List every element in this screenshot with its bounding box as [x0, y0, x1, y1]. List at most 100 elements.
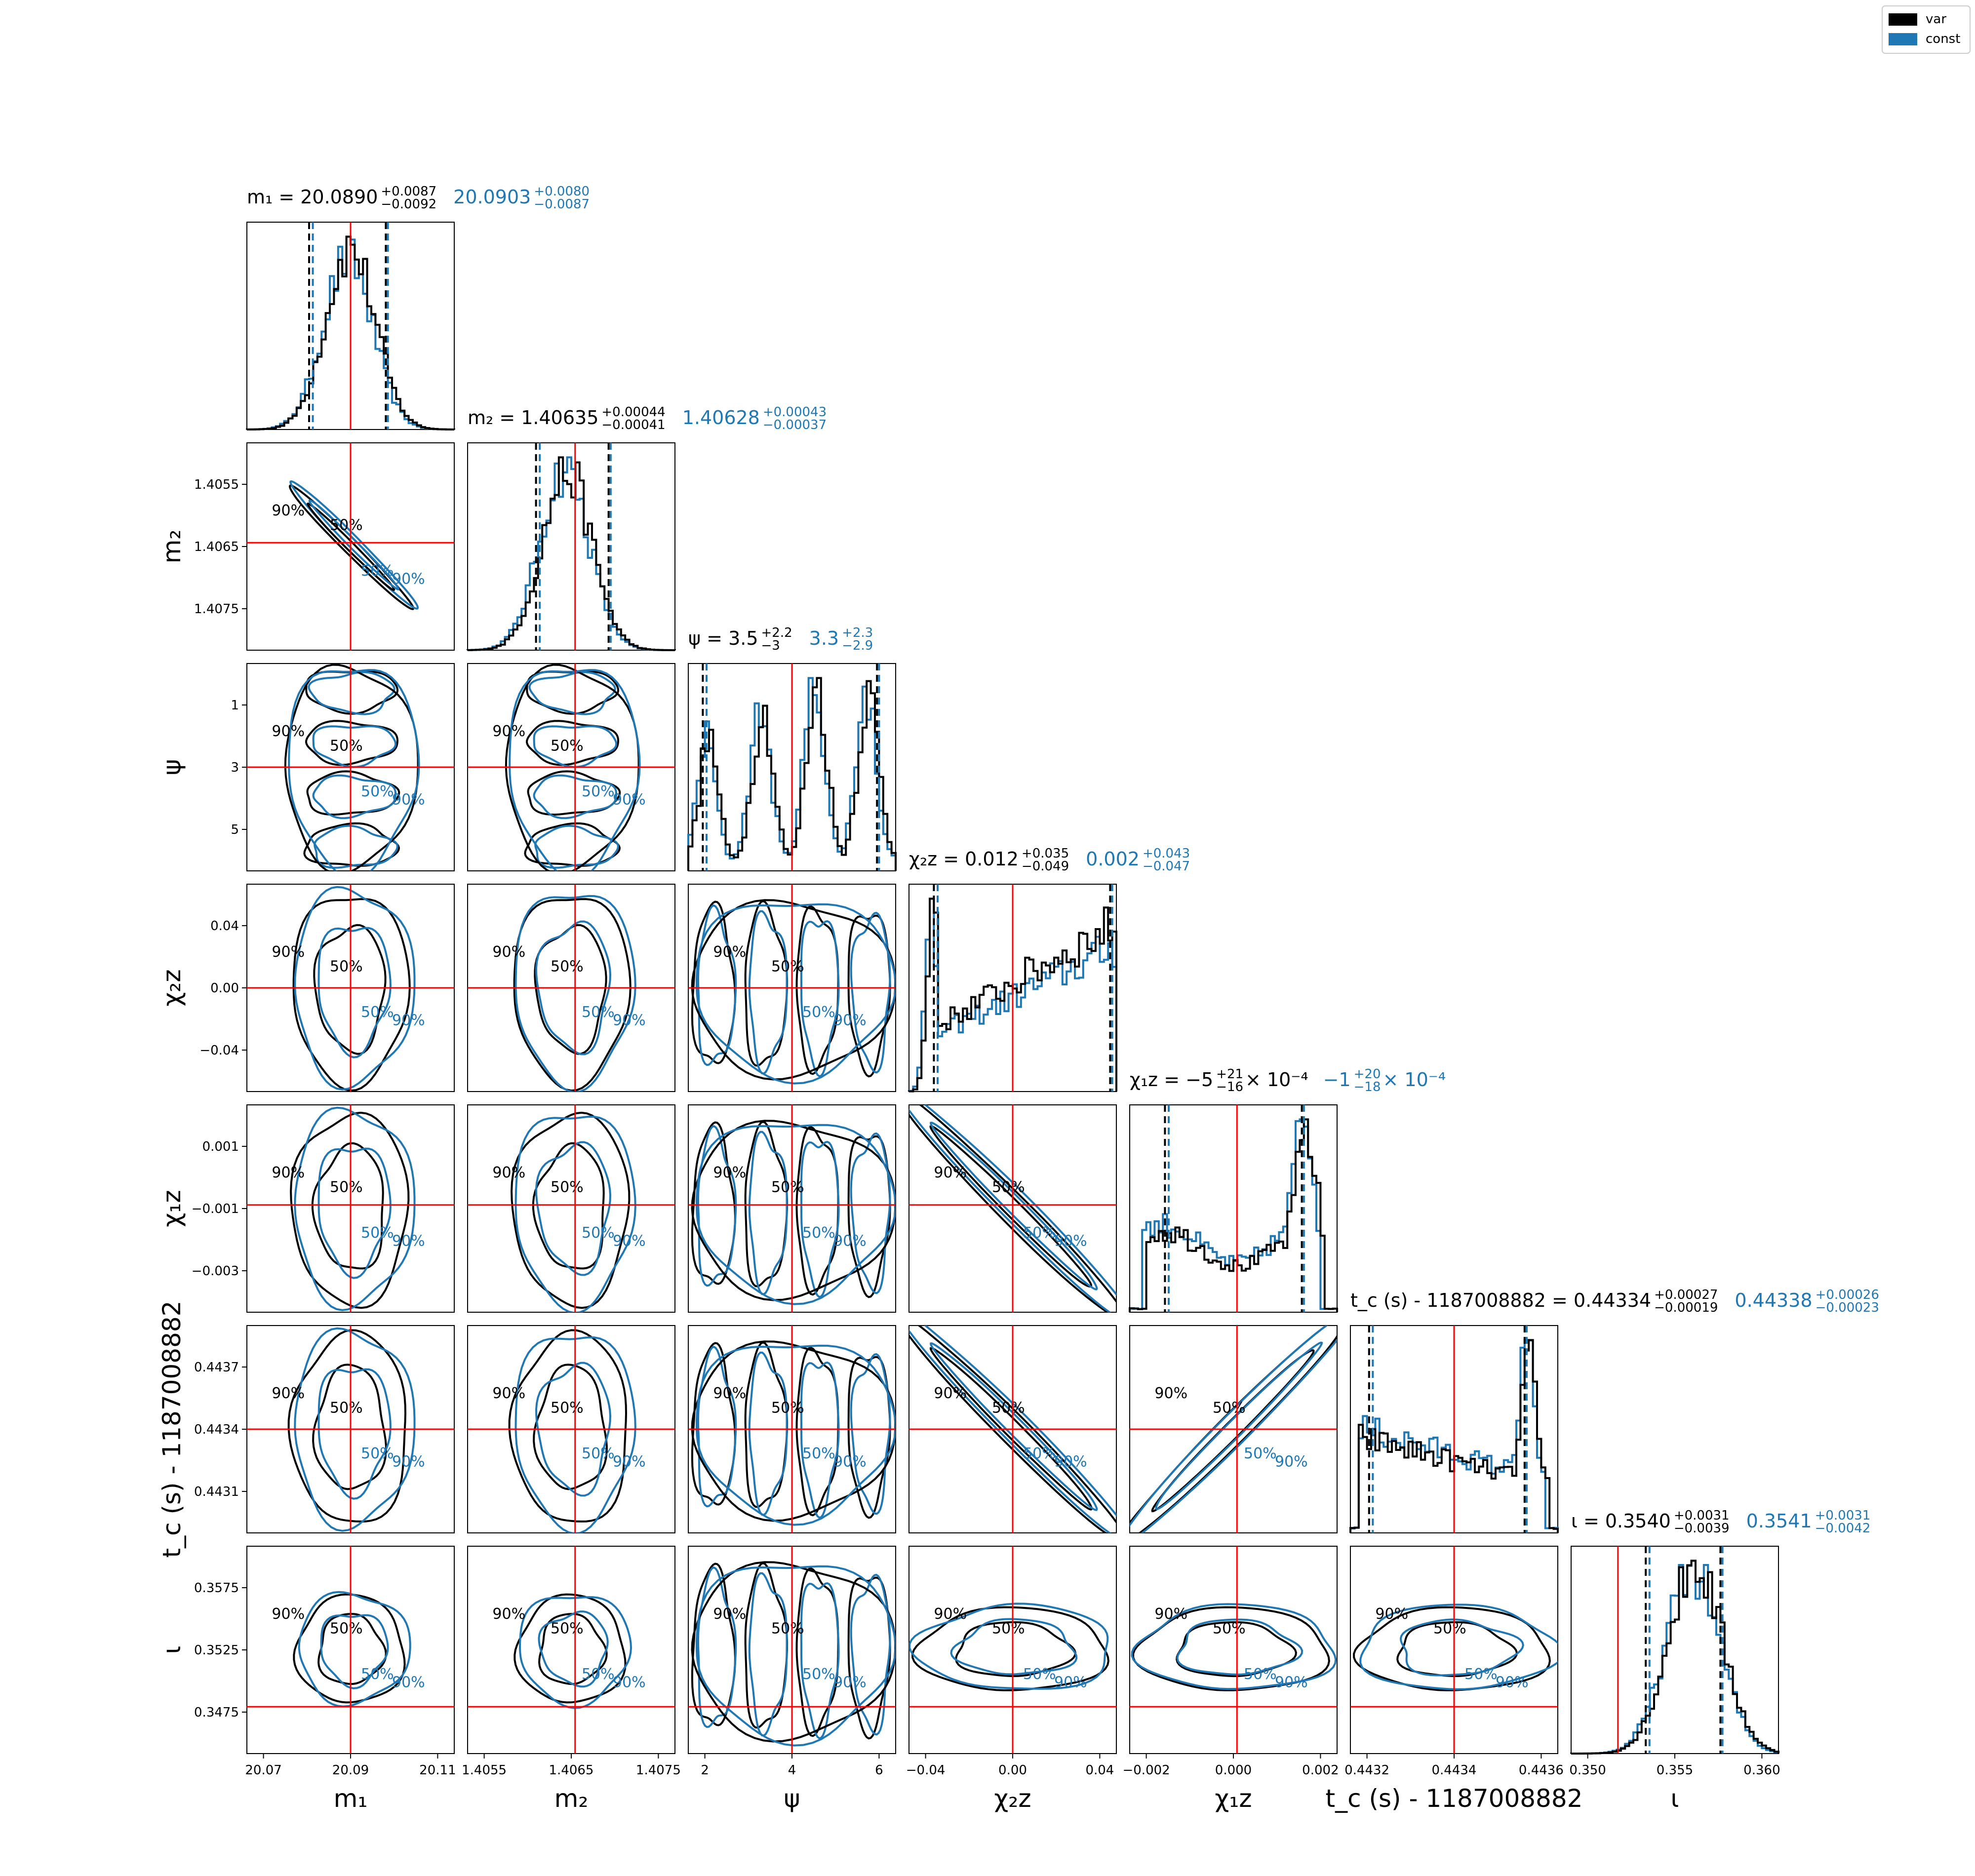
- x-tick-label: 0.04: [1085, 1763, 1114, 1778]
- contour-label: 90%: [833, 1012, 867, 1029]
- title-part: +0.035: [1022, 846, 1069, 861]
- contour-50-const: [535, 1362, 612, 1497]
- contour-50-const: [538, 1610, 609, 1688]
- contour-label: 90%: [1275, 1453, 1308, 1471]
- title-part: −0.00041: [601, 418, 665, 432]
- contour-90-const: [294, 886, 416, 1091]
- contour-50-const: [535, 920, 612, 1055]
- contour-panel-chi2z-vs-m2: 50%50%90%90%: [467, 884, 675, 1092]
- contour-label: 90%: [1375, 1605, 1408, 1623]
- contour-label: 90%: [392, 1453, 425, 1471]
- contour-label: 50%: [551, 737, 584, 754]
- contour-label: 90%: [1154, 1605, 1187, 1623]
- title-part: −3: [761, 638, 780, 653]
- panel-frame: [1129, 1546, 1338, 1754]
- title-part: m₂ = 1.40635: [468, 407, 598, 429]
- contour-90-const: [288, 669, 420, 871]
- contour-50-const: [850, 1573, 891, 1736]
- y-tick-label: 0.4431: [194, 1485, 239, 1499]
- contour-label: 50%: [802, 1666, 835, 1683]
- contour-label: 90%: [1496, 1674, 1529, 1691]
- y-tick-label: 0.4434: [194, 1422, 239, 1437]
- contour-label: 50%: [582, 1224, 615, 1242]
- contour-label: 50%: [802, 1224, 835, 1242]
- title-part: +0.00026: [1816, 1288, 1879, 1302]
- contour-90-var: [691, 1120, 896, 1301]
- contour-90-const: [695, 1344, 896, 1526]
- title-part: +0.0031: [1674, 1508, 1730, 1523]
- title-part: +0.0031: [1815, 1508, 1871, 1523]
- contour-label: 90%: [272, 1605, 305, 1623]
- contour-label: 90%: [833, 1453, 867, 1471]
- y-tick-label: 1.4075: [194, 602, 239, 617]
- contour-90-const: [695, 1124, 896, 1305]
- contour-90-const: [298, 1591, 411, 1708]
- contour-panel-tc-vs-chi2z: 50%50%90%90%: [908, 1325, 1117, 1533]
- title-part: −0.049: [1022, 859, 1069, 874]
- contour-label: 90%: [392, 571, 425, 588]
- title-part: 0.002: [1086, 848, 1140, 870]
- contour-90-const: [695, 903, 896, 1085]
- contour-label: 50%: [582, 1666, 615, 1683]
- contour-panel-psi-vs-m2: 50%50%90%90%: [467, 663, 675, 871]
- contour-label: 90%: [613, 791, 646, 809]
- contour-50-const: [800, 920, 840, 1078]
- contour-50-const: [1155, 1341, 1323, 1510]
- title-part: 20.0903: [453, 186, 531, 208]
- contour-label: 50%: [361, 1224, 394, 1242]
- y-tick-label: 0.04: [210, 919, 239, 934]
- title-part: +0.0080: [534, 184, 590, 199]
- contour-90-var: [909, 1326, 1116, 1533]
- x-tick-label: 0.00: [998, 1763, 1027, 1778]
- contour-90-const: [294, 1327, 416, 1532]
- contour-label: 50%: [361, 1004, 394, 1021]
- contour-label: 90%: [1054, 1453, 1087, 1471]
- contours: 50%50%90%90%: [691, 1561, 896, 1747]
- title-part: +0.00027: [1654, 1288, 1718, 1302]
- x-tick-label: 0.002: [1302, 1763, 1339, 1778]
- title-part: +20: [1354, 1067, 1381, 1082]
- contour-label: 90%: [392, 1233, 425, 1250]
- diagonal-panel-tc: t_c (s) - 1187008882 = 0.44334+0.00027−0…: [1349, 1288, 1879, 1533]
- title-part: −0.0039: [1674, 1521, 1730, 1536]
- contours: 50%50%90%90%: [272, 480, 425, 610]
- contour-label: 90%: [272, 502, 305, 519]
- contour-50-const: [314, 824, 398, 869]
- contour-90-const: [294, 1106, 416, 1311]
- contour-50-var: [526, 670, 620, 715]
- contour-90-var: [1353, 1606, 1551, 1691]
- contour-50-const: [748, 1572, 788, 1737]
- title-part: +0.00044: [601, 405, 665, 420]
- contour-label: 50%: [771, 1178, 804, 1196]
- title-part: χ₁z = −5: [1130, 1069, 1213, 1091]
- contour-label: 50%: [330, 737, 363, 754]
- panel-frame: [467, 1104, 675, 1313]
- contour-label: 50%: [551, 1620, 584, 1637]
- contours: 50%50%90%90%: [272, 1106, 425, 1311]
- contour-90-var: [911, 1606, 1109, 1691]
- contour-90-const: [514, 1336, 636, 1533]
- title-part: +21: [1216, 1067, 1243, 1082]
- legend-label-var: var: [1926, 12, 1946, 27]
- contour-50-const: [320, 1614, 389, 1689]
- x-axis-label-iota: ι: [1671, 1784, 1679, 1813]
- title-part: +0.0087: [381, 184, 436, 199]
- contour-panel-iota-vs-psi: 50%50%90%90%: [688, 1546, 896, 1754]
- contours: 50%50%90%90%: [492, 895, 646, 1092]
- contour-50-const: [930, 1122, 1098, 1290]
- contour-label: 90%: [392, 1674, 425, 1691]
- contour-label: 90%: [934, 1385, 967, 1402]
- contour-label: 50%: [330, 516, 363, 534]
- title-part: +2.2: [761, 625, 792, 640]
- contours: 50%50%90%90%: [909, 1326, 1116, 1533]
- contour-label: 90%: [713, 1164, 746, 1181]
- contour-label: 90%: [492, 943, 525, 961]
- contour-50-var: [532, 1142, 605, 1270]
- contours: 50%50%90%90%: [909, 1602, 1109, 1691]
